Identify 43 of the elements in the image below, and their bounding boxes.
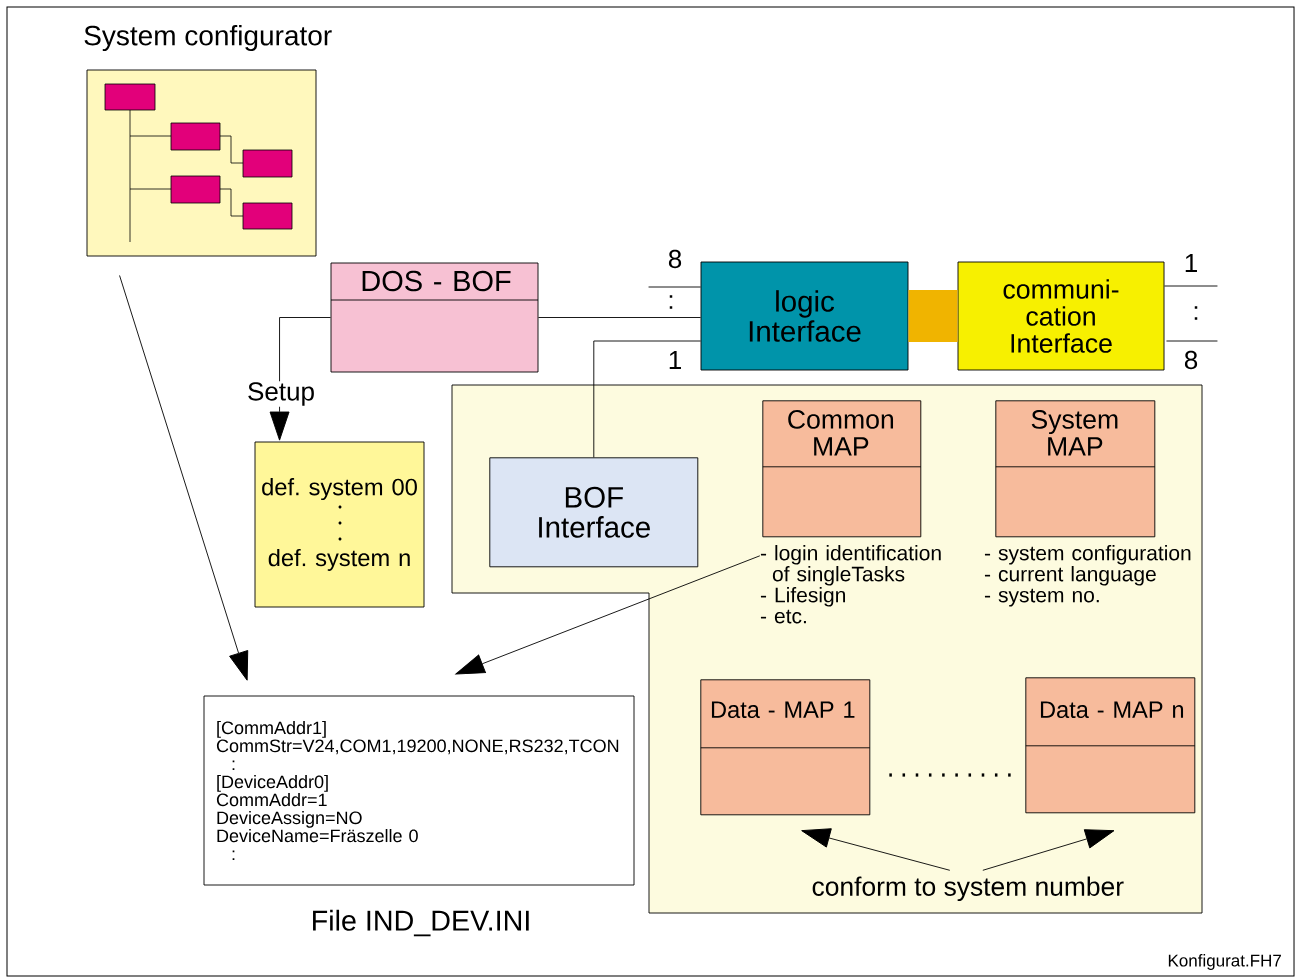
connector-line bbox=[593, 340, 701, 458]
interface-box: communi- cation Interface bbox=[957, 261, 1165, 371]
process-box: DOS - BOF bbox=[330, 262, 539, 373]
node-label: : bbox=[232, 760, 235, 771]
node-label: [CommAddr1] bbox=[217, 720, 326, 738]
node-label: DeviceAssign=NO bbox=[217, 810, 362, 828]
arrow bbox=[119, 275, 249, 681]
file-label: File IND_DEV.INI bbox=[313, 909, 529, 937]
config-box: def. system 00 def. system n bbox=[254, 441, 425, 608]
node-label: [DeviceAddr0] bbox=[217, 774, 328, 792]
map-box: System MAP bbox=[995, 400, 1156, 538]
port-dots: : bbox=[1194, 306, 1198, 320]
port-dots: : bbox=[669, 295, 673, 309]
arrow bbox=[455, 555, 761, 675]
ellipsis: .......... bbox=[889, 773, 1011, 777]
port-number: 1 bbox=[1185, 254, 1197, 272]
port-number: 1 bbox=[669, 351, 681, 369]
interface-box: BOF Interface bbox=[489, 457, 699, 568]
map-box: Data - MAP n bbox=[1025, 677, 1196, 814]
node-label: : bbox=[232, 850, 235, 861]
arrow bbox=[269, 317, 331, 441]
port-line bbox=[648, 286, 701, 288]
bullet-list: - login identification of singleTasks - Lifesign - etc. bbox=[760, 545, 941, 624]
port-line bbox=[1166, 340, 1218, 342]
edge-label: Setup bbox=[246, 381, 316, 407]
port-number: 8 bbox=[668, 249, 682, 269]
bullet-list: - system configuration - current language - system no. bbox=[984, 545, 1191, 607]
file-box: [CommAddr1] CommStr=V24,COM1,19200,NONE,RS232,TCON : [DeviceAddr0] CommAddr=1 DeviceAssign=NO DeviceName=Fräszelle 0 : bbox=[203, 695, 635, 886]
heading: System configurator bbox=[84, 24, 332, 52]
connector-line bbox=[538, 317, 701, 318]
connector-bar bbox=[908, 290, 958, 342]
map-box: Common MAP bbox=[762, 400, 922, 538]
arrow bbox=[982, 829, 1115, 871]
node-label: CommAddr=1 bbox=[216, 792, 327, 807]
node-label: CommStr=V24,COM1,19200,NONE,RS232,TCON bbox=[216, 739, 619, 755]
note-text: conform to system number bbox=[812, 876, 1124, 902]
map-box: Data - MAP 1 bbox=[700, 679, 871, 816]
arrow bbox=[801, 828, 951, 871]
port-number: 8 bbox=[1184, 350, 1198, 370]
node-label: DeviceName=Fräszelle 0 bbox=[217, 828, 418, 843]
file-name: Konfigurat.FH7 bbox=[1168, 954, 1281, 970]
interface-box: logic Interface bbox=[700, 261, 909, 371]
port-line bbox=[1164, 285, 1218, 287]
